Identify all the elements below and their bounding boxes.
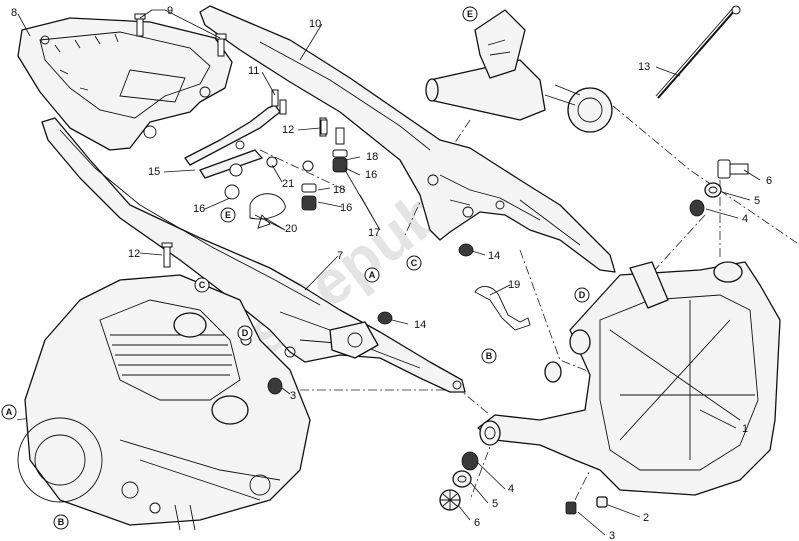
part-label-12-upper: 12 bbox=[282, 124, 294, 136]
rubber-mounts bbox=[224, 117, 348, 211]
ref-marker-d-frame-label: D bbox=[579, 290, 586, 300]
ref-marker-c-engine: C bbox=[194, 277, 210, 293]
ref-marker-d-engine-label: D bbox=[242, 328, 249, 338]
rear-rack-plate bbox=[17, 17, 233, 151]
part-label-13: 13 bbox=[638, 61, 650, 73]
part-label-3-upper: 3 bbox=[290, 390, 296, 402]
part-label-5-lower: 5 bbox=[492, 498, 498, 510]
part-label-11: 11 bbox=[248, 65, 259, 77]
part-label-6-upper: 6 bbox=[766, 175, 772, 187]
part-label-1: 1 bbox=[742, 423, 748, 435]
ref-marker-b-frame-label: B bbox=[486, 351, 493, 361]
bolts-9 bbox=[134, 13, 227, 57]
long-rod bbox=[655, 5, 741, 99]
ref-marker-e-left: E bbox=[220, 207, 236, 223]
part-label-6-lower: 6 bbox=[474, 517, 480, 529]
ref-marker-d-engine: D bbox=[237, 325, 253, 341]
part-label-3-lower: 3 bbox=[609, 530, 615, 541]
part-label-4-upper: 4 bbox=[742, 213, 748, 225]
ref-marker-c-frame: C bbox=[406, 255, 422, 271]
part-label-15: 15 bbox=[148, 166, 160, 178]
part-label-20: 20 bbox=[285, 223, 297, 235]
leader-lines bbox=[17, 9, 761, 536]
washers bbox=[267, 243, 474, 395]
ref-marker-a-frame: A bbox=[364, 267, 380, 283]
part-label-14-lower: 14 bbox=[414, 319, 426, 331]
part-label-14-upper: 14 bbox=[488, 250, 500, 262]
engine-block bbox=[17, 274, 311, 531]
bolts-11 bbox=[271, 89, 287, 115]
spring-clip bbox=[249, 193, 286, 229]
part-label-16-left: 16 bbox=[193, 203, 205, 215]
ref-marker-d-frame: D bbox=[574, 287, 590, 303]
bolts-12 bbox=[161, 119, 328, 268]
ref-marker-e-top-label: E bbox=[467, 9, 473, 19]
subframe-left-rail bbox=[41, 117, 466, 393]
ref-marker-a-engine: A bbox=[1, 404, 17, 420]
part-label-16-right: 16 bbox=[365, 169, 377, 181]
part-label-18-upper: 18 bbox=[366, 151, 378, 163]
ref-marker-a-engine-label: A bbox=[6, 407, 13, 417]
part-label-17: 17 bbox=[368, 227, 380, 239]
part-label-5-upper: 5 bbox=[754, 195, 760, 207]
part-label-19: 19 bbox=[508, 279, 520, 291]
part-label-18-lower: 18 bbox=[333, 184, 345, 196]
part-label-9: 9 bbox=[167, 5, 173, 17]
part-label-10: 10 bbox=[309, 18, 321, 30]
ref-marker-a-frame-label: A bbox=[369, 270, 376, 280]
part-label-4-lower: 4 bbox=[508, 483, 514, 495]
reference-markers: E E C C D D A A B B bbox=[1, 6, 590, 530]
ref-marker-c-engine-label: C bbox=[199, 280, 206, 290]
part-label-12-left: 12 bbox=[128, 248, 140, 260]
part-label-2: 2 bbox=[643, 512, 649, 524]
subframe-right-rail bbox=[199, 5, 616, 273]
part-number-labels: 8 9 10 11 12 12 13 15 21 18 18 16 16 16 … bbox=[11, 5, 772, 541]
ref-marker-b-engine: B bbox=[53, 514, 69, 530]
bracket-assembly bbox=[184, 104, 281, 179]
part-label-21: 21 bbox=[282, 178, 294, 190]
pivot-shaft-assembly bbox=[425, 9, 613, 133]
spacers-lower bbox=[439, 451, 608, 515]
ref-marker-b-engine-label: B bbox=[58, 517, 65, 527]
swing-arm bbox=[477, 261, 781, 496]
ref-marker-e-left-label: E bbox=[225, 210, 231, 220]
ref-marker-e-top: E bbox=[462, 6, 478, 22]
part-label-16-mid: 16 bbox=[340, 202, 352, 214]
part-label-7: 7 bbox=[337, 250, 343, 262]
ref-marker-c-frame-label: C bbox=[411, 258, 418, 268]
bracket-19 bbox=[474, 286, 531, 331]
part-label-8: 8 bbox=[11, 7, 17, 19]
spacers-upper bbox=[689, 159, 749, 217]
ref-marker-b-frame: B bbox=[481, 348, 497, 364]
